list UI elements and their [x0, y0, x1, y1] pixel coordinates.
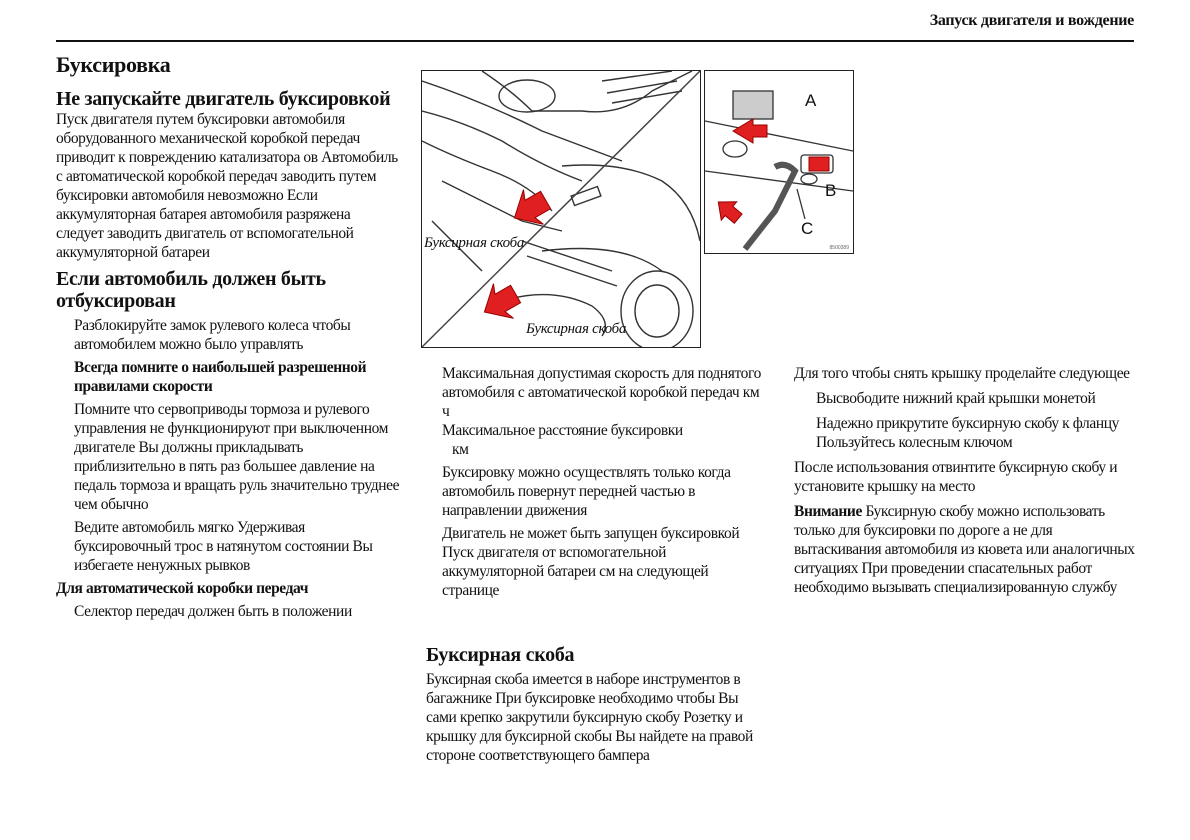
max-distance-text: Максимальное расстояние буксировки	[442, 422, 683, 439]
arrow-icon-upper	[513, 189, 552, 225]
diagonal-divider	[422, 71, 700, 347]
label-c: C	[801, 219, 814, 238]
warning-label: Внимание	[794, 503, 862, 520]
heading-no-start: Не запускайте двигатель буксировкой	[56, 88, 391, 110]
paragraph-front-facing: Буксировку можно осуществлять только ког…	[442, 464, 731, 519]
max-distance-unit: км	[452, 441, 469, 458]
cover-removal-drawing	[705, 90, 853, 251]
tow-hook-section: Буксирная скоба Буксирная скоба имеется …	[426, 644, 771, 765]
section-title: Запуск двигателя и вождение	[929, 12, 1135, 29]
heading-towed: Если автомобиль должен быть отбуксирован	[56, 268, 326, 312]
paragraph-release-cover: Высвободите нижний край крышки монетой	[816, 390, 1096, 407]
car-front-drawing	[422, 71, 700, 347]
column-middle: Максимальная допустимая скорость для под…	[442, 364, 762, 600]
header-divider	[56, 40, 1134, 42]
figure-code: 8500389	[829, 245, 849, 251]
column-right: Для того чтобы снять крышку проделайте с…	[794, 364, 1139, 597]
paragraph-max-speed: Максимальная допустимая скорость для под…	[442, 365, 761, 420]
label-b: B	[825, 181, 837, 200]
page-title: Буксировка	[56, 52, 171, 77]
paragraph-max-distance: Максимальное расстояние буксировки км	[442, 421, 762, 459]
paragraph-servo: Помните что сервоприводы тормоза и рулев…	[74, 401, 400, 513]
paragraph-selector: Селектор передач должен быть в положении	[74, 603, 352, 620]
heading-speed-limit: Всегда помните о наибольшей разрешенной …	[74, 359, 367, 395]
arrow-icon-lower	[483, 283, 522, 319]
illustration-tow-eye-locations: Буксирная скоба Буксирная скоба	[421, 70, 701, 348]
heading-tow-hook: Буксирная скоба	[426, 644, 575, 666]
paragraph-drive-smooth: Ведите автомобиль мягко Удерживая буксир…	[74, 519, 373, 574]
arrow-icon-a	[732, 118, 768, 144]
column-left: Буксировка Не запускайте двигатель букси…	[56, 52, 401, 621]
warning-text: Буксирную скобу можно использовать тольк…	[794, 503, 1135, 596]
label-tow-eye-left: Буксирная скоба	[424, 235, 525, 251]
heading-automatic: Для автоматической коробки передач	[56, 580, 309, 597]
paragraph-remove-cover: Для того чтобы снять крышку проделайте с…	[794, 365, 1130, 382]
paragraph-screw-hook: Надежно прикрутите буксирную скобу к фла…	[816, 415, 1119, 451]
paragraph-cannot-start: Двигатель не может быть запущен буксиров…	[442, 525, 740, 599]
label-tow-eye-bottom: Буксирная скоба	[526, 321, 627, 337]
label-a: A	[805, 91, 817, 110]
arrow-icon-turn	[717, 201, 743, 225]
paragraph-no-start: Пуск двигателя путем буксировки автомоби…	[56, 111, 398, 261]
paragraph-warning: Внимание Буксирную скобу можно использов…	[794, 502, 1139, 597]
illustration-cover-removal: A B C 8500389	[704, 70, 854, 254]
paragraph-unlock: Разблокируйте замок рулевого колеса чтоб…	[74, 317, 351, 353]
arrow-icon-b	[808, 156, 830, 172]
paragraph-tow-hook: Буксирная скоба имеется в наборе инструм…	[426, 671, 753, 764]
paragraph-after-use: После использования отвинтите буксирную …	[794, 459, 1118, 495]
